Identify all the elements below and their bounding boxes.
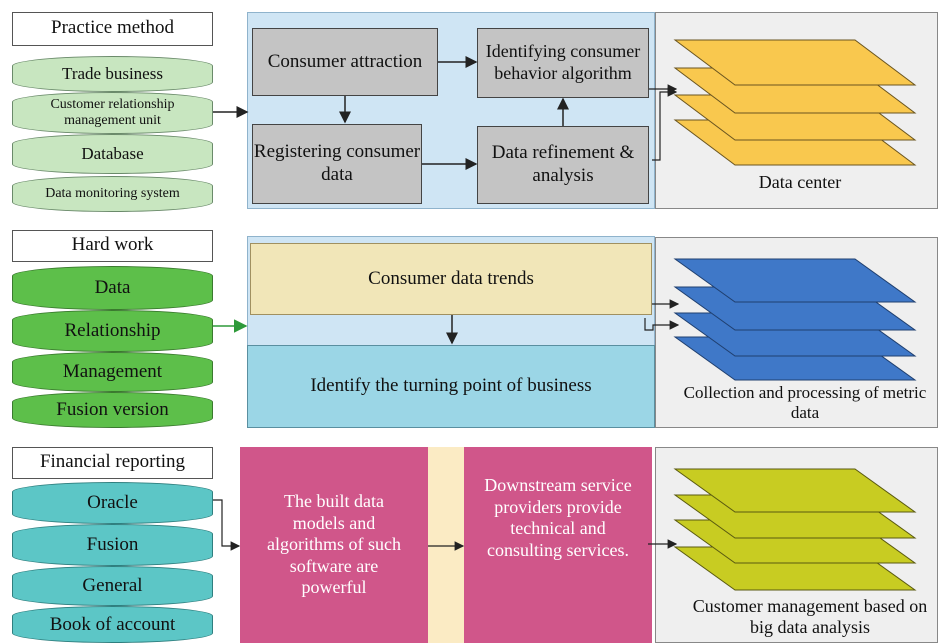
metric-data-layers xyxy=(673,258,917,381)
node-identify-turning-point: Identify the turning point of business xyxy=(247,345,655,428)
customer-management-layers xyxy=(673,468,917,591)
node-built-data-models: The built data models and algorithms of … xyxy=(240,447,428,643)
arrow-row2-to-metric-b xyxy=(644,318,680,331)
row3-title: Financial reporting xyxy=(12,447,213,479)
row1-item-crm-unit: Customer relationship management unit xyxy=(12,92,213,134)
row2-item-management: Management xyxy=(12,352,213,392)
arrow-row1-to-datacenter-b xyxy=(652,87,678,161)
row1-right-label: Data center xyxy=(758,172,842,192)
row2-item-fusion-version: Fusion version xyxy=(12,392,213,428)
data-center-layers xyxy=(673,39,917,166)
row2-title: Hard work xyxy=(12,230,213,262)
row2-item-relationship: Relationship xyxy=(12,310,213,352)
node-registering-consumer-data: Registering consumer data xyxy=(252,124,422,204)
node-consumer-data-trends: Consumer data trends xyxy=(250,243,652,315)
row2-right-label: Collection and processing of metric data xyxy=(683,383,927,422)
row3-item-oracle: Oracle xyxy=(12,482,213,524)
node-data-refinement: Data refinement & analysis xyxy=(477,126,649,204)
row3-right-label: Customer management based on big data an… xyxy=(692,596,928,637)
row1-item-data-monitoring: Data monitoring system xyxy=(12,176,213,212)
row1-item-database: Database xyxy=(12,134,213,174)
row3-item-fusion: Fusion xyxy=(12,524,213,566)
node-consumer-attraction: Consumer attraction xyxy=(252,28,438,96)
node-downstream-providers: Downstream service providers provide tec… xyxy=(464,447,652,643)
row2-item-data: Data xyxy=(12,266,213,310)
arrow-row3-to-models xyxy=(213,499,241,551)
row1-title: Practice method xyxy=(12,12,213,46)
node-identifying-consumer-behavior: Identifying consumer behavior algorithm xyxy=(477,28,649,98)
